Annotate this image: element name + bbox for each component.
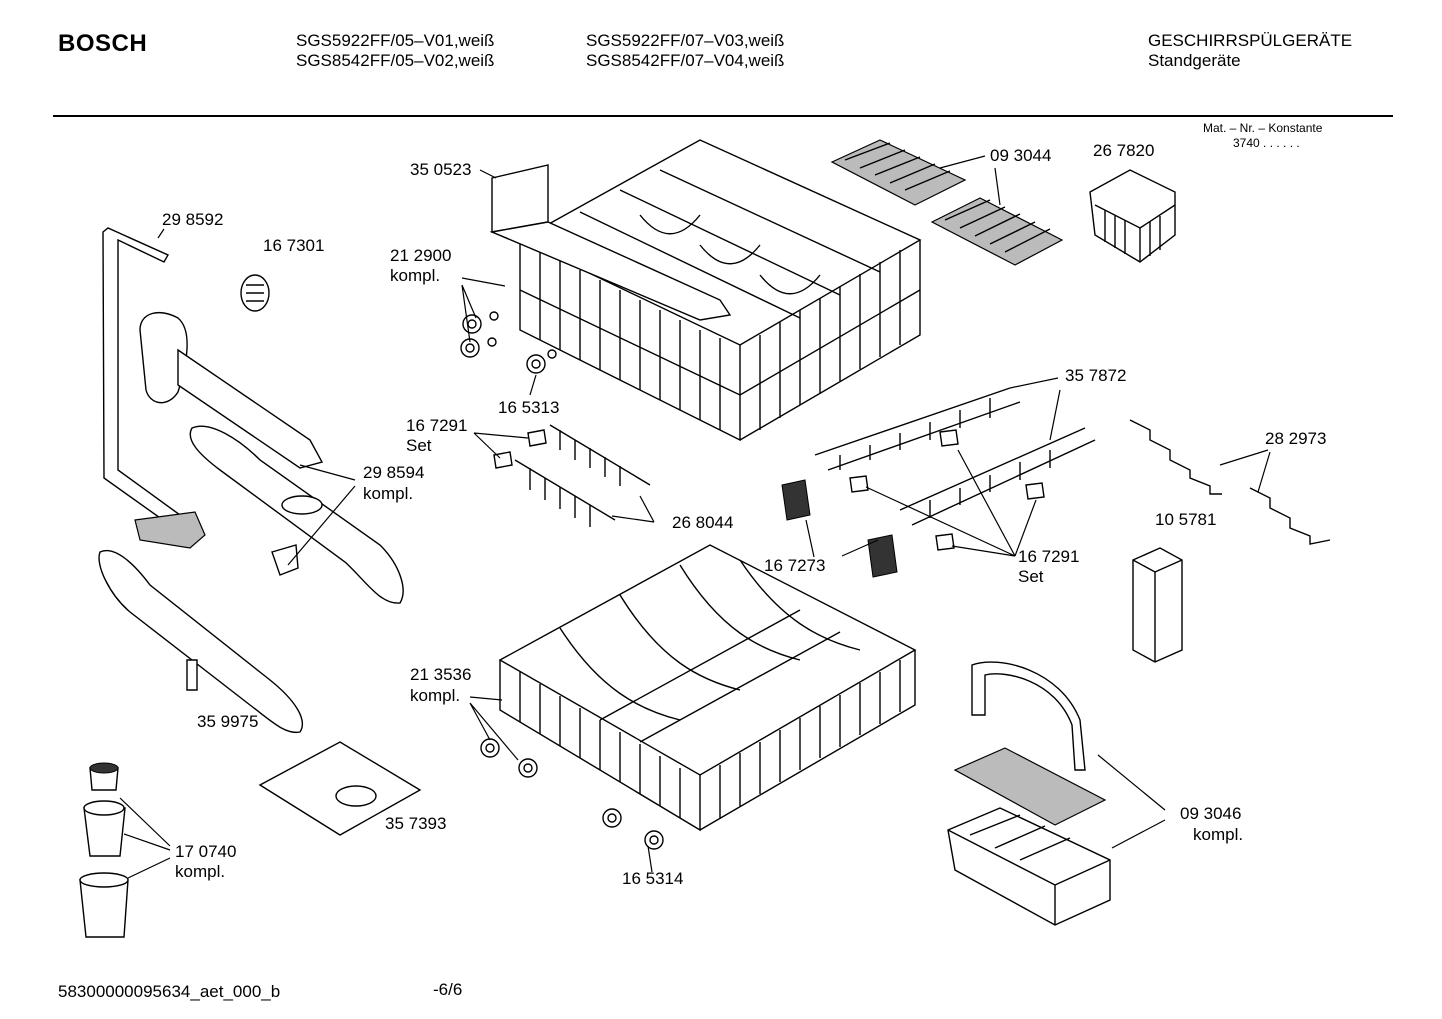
cutlery-rails: [493, 424, 651, 527]
filter-plate-hole: [335, 785, 377, 807]
part-170740-label: 17 0740: [175, 842, 237, 861]
leader-lines: [119, 155, 1271, 879]
model-list-1: SGS5922FF/05–V01,weiß SGS8542FF/05–V02,w…: [296, 31, 494, 71]
spray-arms: [98, 425, 404, 734]
document-id: 58300000095634_aet_000_b: [58, 982, 281, 1001]
large-cutlery-basket: [947, 661, 1111, 926]
part-167301-label: 16 7301: [263, 236, 325, 255]
part-357872-label: 35 7872: [1065, 366, 1127, 385]
cup-shelves: [830, 139, 1064, 266]
category-title: GESCHIRRSPÜLGERÄTE: [1148, 31, 1353, 50]
step-racks: [1129, 419, 1331, 545]
part-093044-label: 09 3044: [990, 146, 1052, 165]
part-212900-label: 21 2900: [390, 246, 452, 265]
model-item: SGS5922FF/05–V01,weiß: [296, 31, 495, 50]
lower-basket: [498, 544, 917, 832]
part-167291-label: 16 7291: [406, 416, 468, 435]
model-item: SGS8542FF/07–V04,weiß: [586, 51, 785, 70]
part-282973-label: 28 2973: [1265, 429, 1327, 448]
part-165314-label: 16 5314: [622, 869, 684, 888]
part-167273-label: 16 7273: [764, 556, 826, 575]
rack-tine-rails: [781, 387, 1096, 578]
part-167291b-label: 16 7291: [1018, 547, 1080, 566]
part-213536-label: 21 3536: [410, 665, 472, 684]
part-093046-sub: kompl.: [1193, 825, 1244, 844]
category-subtitle: Standgeräte: [1148, 51, 1241, 70]
part-212900-sub: kompl.: [390, 266, 441, 285]
part-298592-label: 29 8592: [162, 210, 224, 229]
part-268044-label: 26 8044: [672, 513, 734, 532]
material-note-value: 3740 . . . . . .: [1233, 136, 1300, 150]
model-item: SGS5922FF/07–V03,weiß: [586, 31, 785, 50]
part-267820-label: 26 7820: [1093, 141, 1155, 160]
part-167291-sub: Set: [406, 436, 432, 455]
part-350523-label: 35 0523: [410, 160, 472, 179]
part-359975-label: 35 9975: [197, 712, 259, 731]
cutlery-cup: [1132, 547, 1183, 663]
header-divider: [53, 115, 1393, 117]
model-item: SGS8542FF/05–V02,weiß: [296, 51, 495, 70]
lower-rollers: [480, 738, 664, 850]
brand-logo: BOSCH: [58, 30, 148, 57]
part-093046-label: 09 3046: [1180, 804, 1242, 823]
part-357393-label: 35 7393: [385, 814, 447, 833]
part-167291b-sub: Set: [1018, 567, 1044, 586]
upper-basket: [489, 139, 922, 442]
part-165313-label: 16 5313: [498, 398, 560, 417]
part-298594-sub: kompl.: [363, 484, 414, 503]
model-list-2: SGS5922FF/07–V03,weiß SGS8542FF/07–V04,w…: [586, 31, 784, 71]
spray-pipe: [102, 227, 324, 549]
upper-rollers: [460, 311, 557, 374]
part-213536-sub: kompl.: [410, 686, 461, 705]
part-170740-sub: kompl.: [175, 862, 226, 881]
small-cutlery-basket: [1089, 169, 1176, 263]
material-note-title: Mat. – Nr. – Konstante: [1203, 121, 1323, 135]
part-105781-label: 10 5781: [1155, 510, 1217, 529]
filter-assembly: [79, 762, 129, 938]
material-note: Mat. – Nr. – Konstante 3740 . . . . . .: [1203, 121, 1322, 151]
page-number: -6/6: [433, 980, 463, 999]
filter-plate: [258, 741, 422, 836]
category-block: GESCHIRRSPÜLGERÄTE Standgeräte: [1148, 31, 1352, 71]
part-298594-label: 29 8594: [363, 463, 425, 482]
